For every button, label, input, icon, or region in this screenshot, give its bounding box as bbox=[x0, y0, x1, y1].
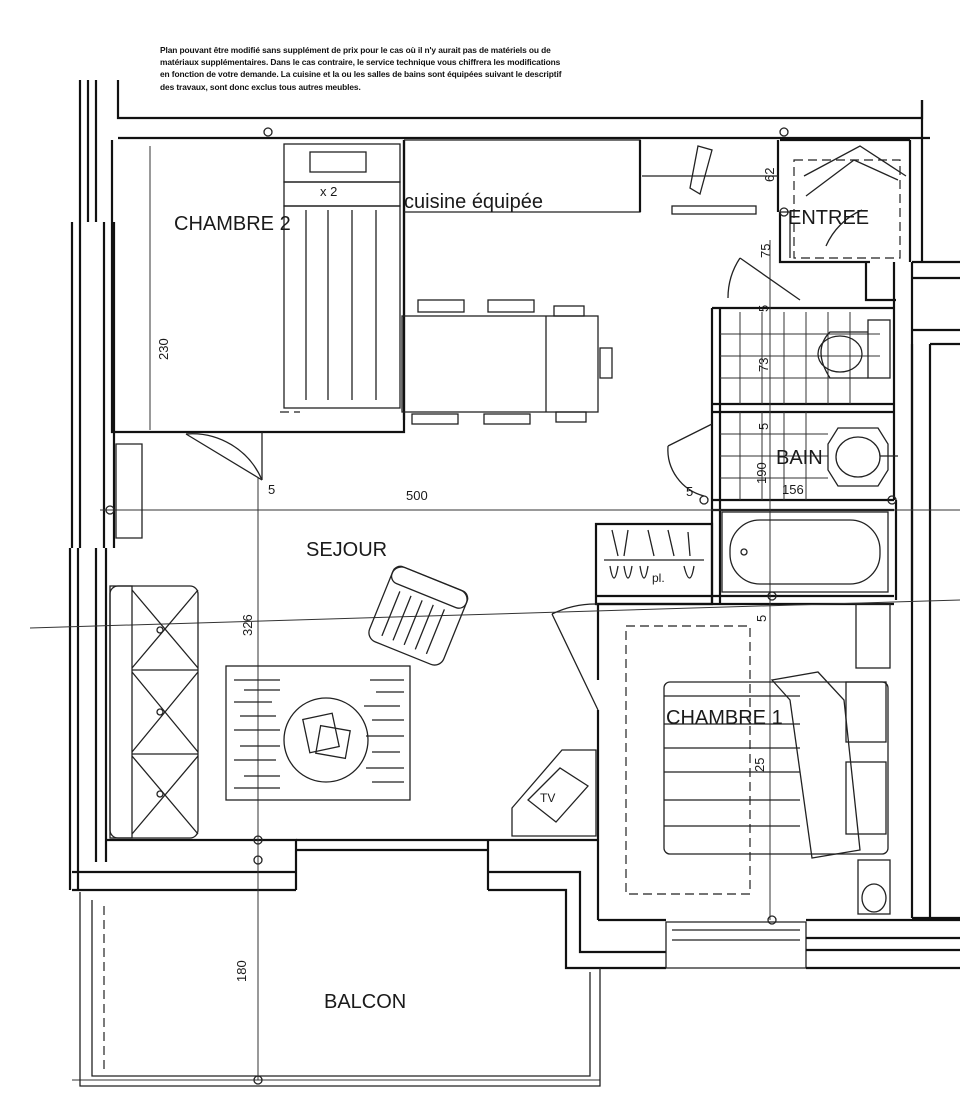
furniture-labels: x 2 TV pl. bbox=[320, 184, 665, 805]
toilet bbox=[817, 319, 891, 379]
room-label-chambre-2: CHAMBRE 2 bbox=[174, 213, 291, 235]
entry-cupboard bbox=[793, 159, 901, 259]
bunk-bed bbox=[280, 143, 401, 413]
dimension-190: 190 bbox=[754, 462, 769, 484]
tv-unit bbox=[511, 749, 597, 837]
bunk-bed-count-label: x 2 bbox=[320, 184, 337, 199]
dimension-5: 5 bbox=[756, 305, 771, 312]
plan-disclaimer-note: Plan pouvant être modifié sans supplémen… bbox=[160, 44, 700, 93]
room-label-balcon: BALCON bbox=[324, 991, 406, 1013]
rug bbox=[225, 665, 411, 801]
walls bbox=[68, 80, 960, 970]
dimension-73: 73 bbox=[756, 358, 771, 372]
double-bed bbox=[625, 603, 891, 915]
washbasin bbox=[827, 427, 898, 487]
tv-label: TV bbox=[540, 791, 555, 805]
closet-label: pl. bbox=[652, 571, 665, 585]
note-line: des travaux, sont donc exclus tous autre… bbox=[160, 81, 361, 92]
dimension-5: 5 bbox=[756, 423, 771, 430]
dining-table bbox=[401, 299, 613, 425]
room-label-chambre-1: CHAMBRE 1 bbox=[666, 707, 783, 729]
balcony-outline bbox=[79, 892, 601, 1087]
room-label-bain: BAIN bbox=[776, 447, 823, 469]
room-labels: CHAMBRE 2 cuisine équipée ENTREE BAIN SE… bbox=[174, 191, 869, 1013]
tile-grid bbox=[720, 312, 880, 500]
armchair bbox=[368, 565, 469, 666]
room-label-entree: ENTREE bbox=[788, 207, 869, 229]
doors bbox=[115, 145, 907, 711]
dimension-500: 500 bbox=[406, 488, 428, 503]
dimension-5: 5 bbox=[268, 482, 275, 497]
bathtub bbox=[721, 511, 889, 593]
room-label-sejour: SEJOUR bbox=[306, 539, 387, 561]
dimension-25: 25 bbox=[752, 758, 767, 772]
dimension-labels: 230 500 326 180 75 62 73 190 156 25 5 5 … bbox=[156, 168, 804, 982]
dimension-62: 62 bbox=[762, 168, 777, 182]
dimension-5: 5 bbox=[686, 484, 693, 499]
dimension-lines bbox=[29, 127, 960, 1085]
note-line: matériaux supplémentaires. Dans le cas c… bbox=[160, 57, 561, 68]
kitchen-hood bbox=[671, 145, 757, 215]
dimension-5: 5 bbox=[754, 615, 769, 622]
closet bbox=[604, 529, 704, 579]
dimension-75: 75 bbox=[758, 244, 773, 258]
dimension-326: 326 bbox=[240, 614, 255, 636]
dimension-230: 230 bbox=[156, 338, 171, 360]
dimension-180: 180 bbox=[234, 960, 249, 982]
dimension-156: 156 bbox=[782, 482, 804, 497]
room-label-cuisine: cuisine équipée bbox=[404, 191, 543, 213]
sofa bbox=[109, 585, 199, 839]
note-line: Plan pouvant être modifié sans supplémen… bbox=[160, 45, 551, 55]
note-line: en fonction de votre demande. La cuisine… bbox=[160, 69, 562, 80]
